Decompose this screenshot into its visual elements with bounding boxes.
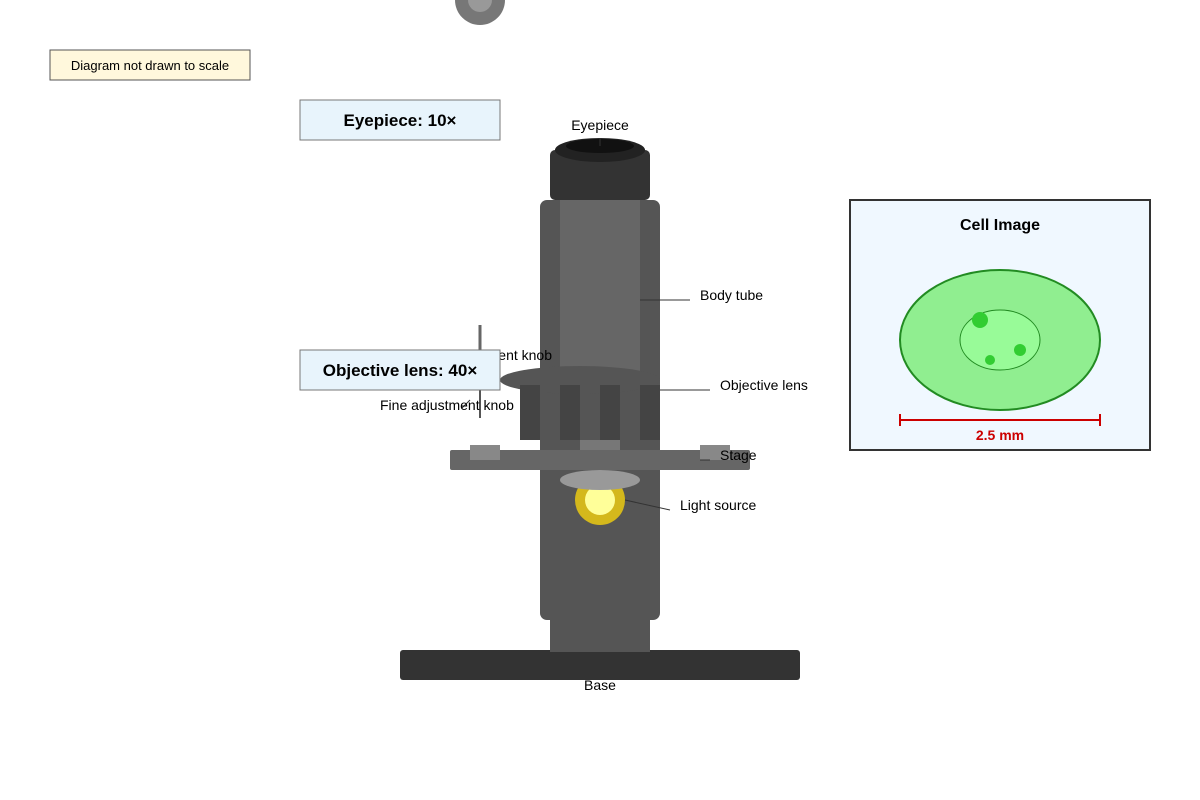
objective-lens-label: Objective lens	[720, 377, 808, 393]
light-source-label: Light source	[680, 497, 756, 513]
cell-image-title: Cell Image	[960, 217, 1040, 234]
body-tube-label: Body tube	[700, 287, 763, 303]
microscope-pillar	[550, 618, 650, 652]
eyepiece-magnification-box: Eyepiece: 10×	[299, 99, 501, 141]
stage-label: Stage	[720, 447, 757, 463]
stage-part	[450, 445, 750, 470]
objective-lenses	[520, 385, 660, 452]
coarse-knob-label: ent knob	[498, 347, 552, 363]
eyepiece-part	[550, 138, 650, 200]
scale-bar-label: 2.5 mm	[976, 427, 1024, 443]
leader-lines	[461, 138, 710, 511]
objective-magnification-box: Objective lens: 40×	[299, 349, 501, 391]
organelle	[972, 312, 988, 328]
scale-bar	[899, 414, 1101, 426]
fine-knob-label: Fine adjustment knob	[380, 397, 514, 413]
microscope-base	[400, 650, 800, 680]
light-source-part	[560, 470, 640, 525]
organelle	[1014, 344, 1026, 356]
scale-note: Diagram not drawn to scale	[49, 49, 251, 81]
body-tube	[560, 200, 640, 380]
base-label: Base	[584, 677, 616, 693]
cell-image-panel: Cell Image 2.5 mm	[849, 199, 1151, 451]
top-knob	[455, 0, 505, 25]
organelle	[985, 355, 995, 365]
eyepiece-magnification-text: Eyepiece: 10×	[344, 111, 457, 130]
objective-magnification-text: Objective lens: 40×	[323, 361, 478, 380]
cell-nucleus	[959, 309, 1041, 371]
eyepiece-label: Eyepiece	[571, 117, 629, 133]
scale-note-text: Diagram not drawn to scale	[71, 58, 229, 73]
